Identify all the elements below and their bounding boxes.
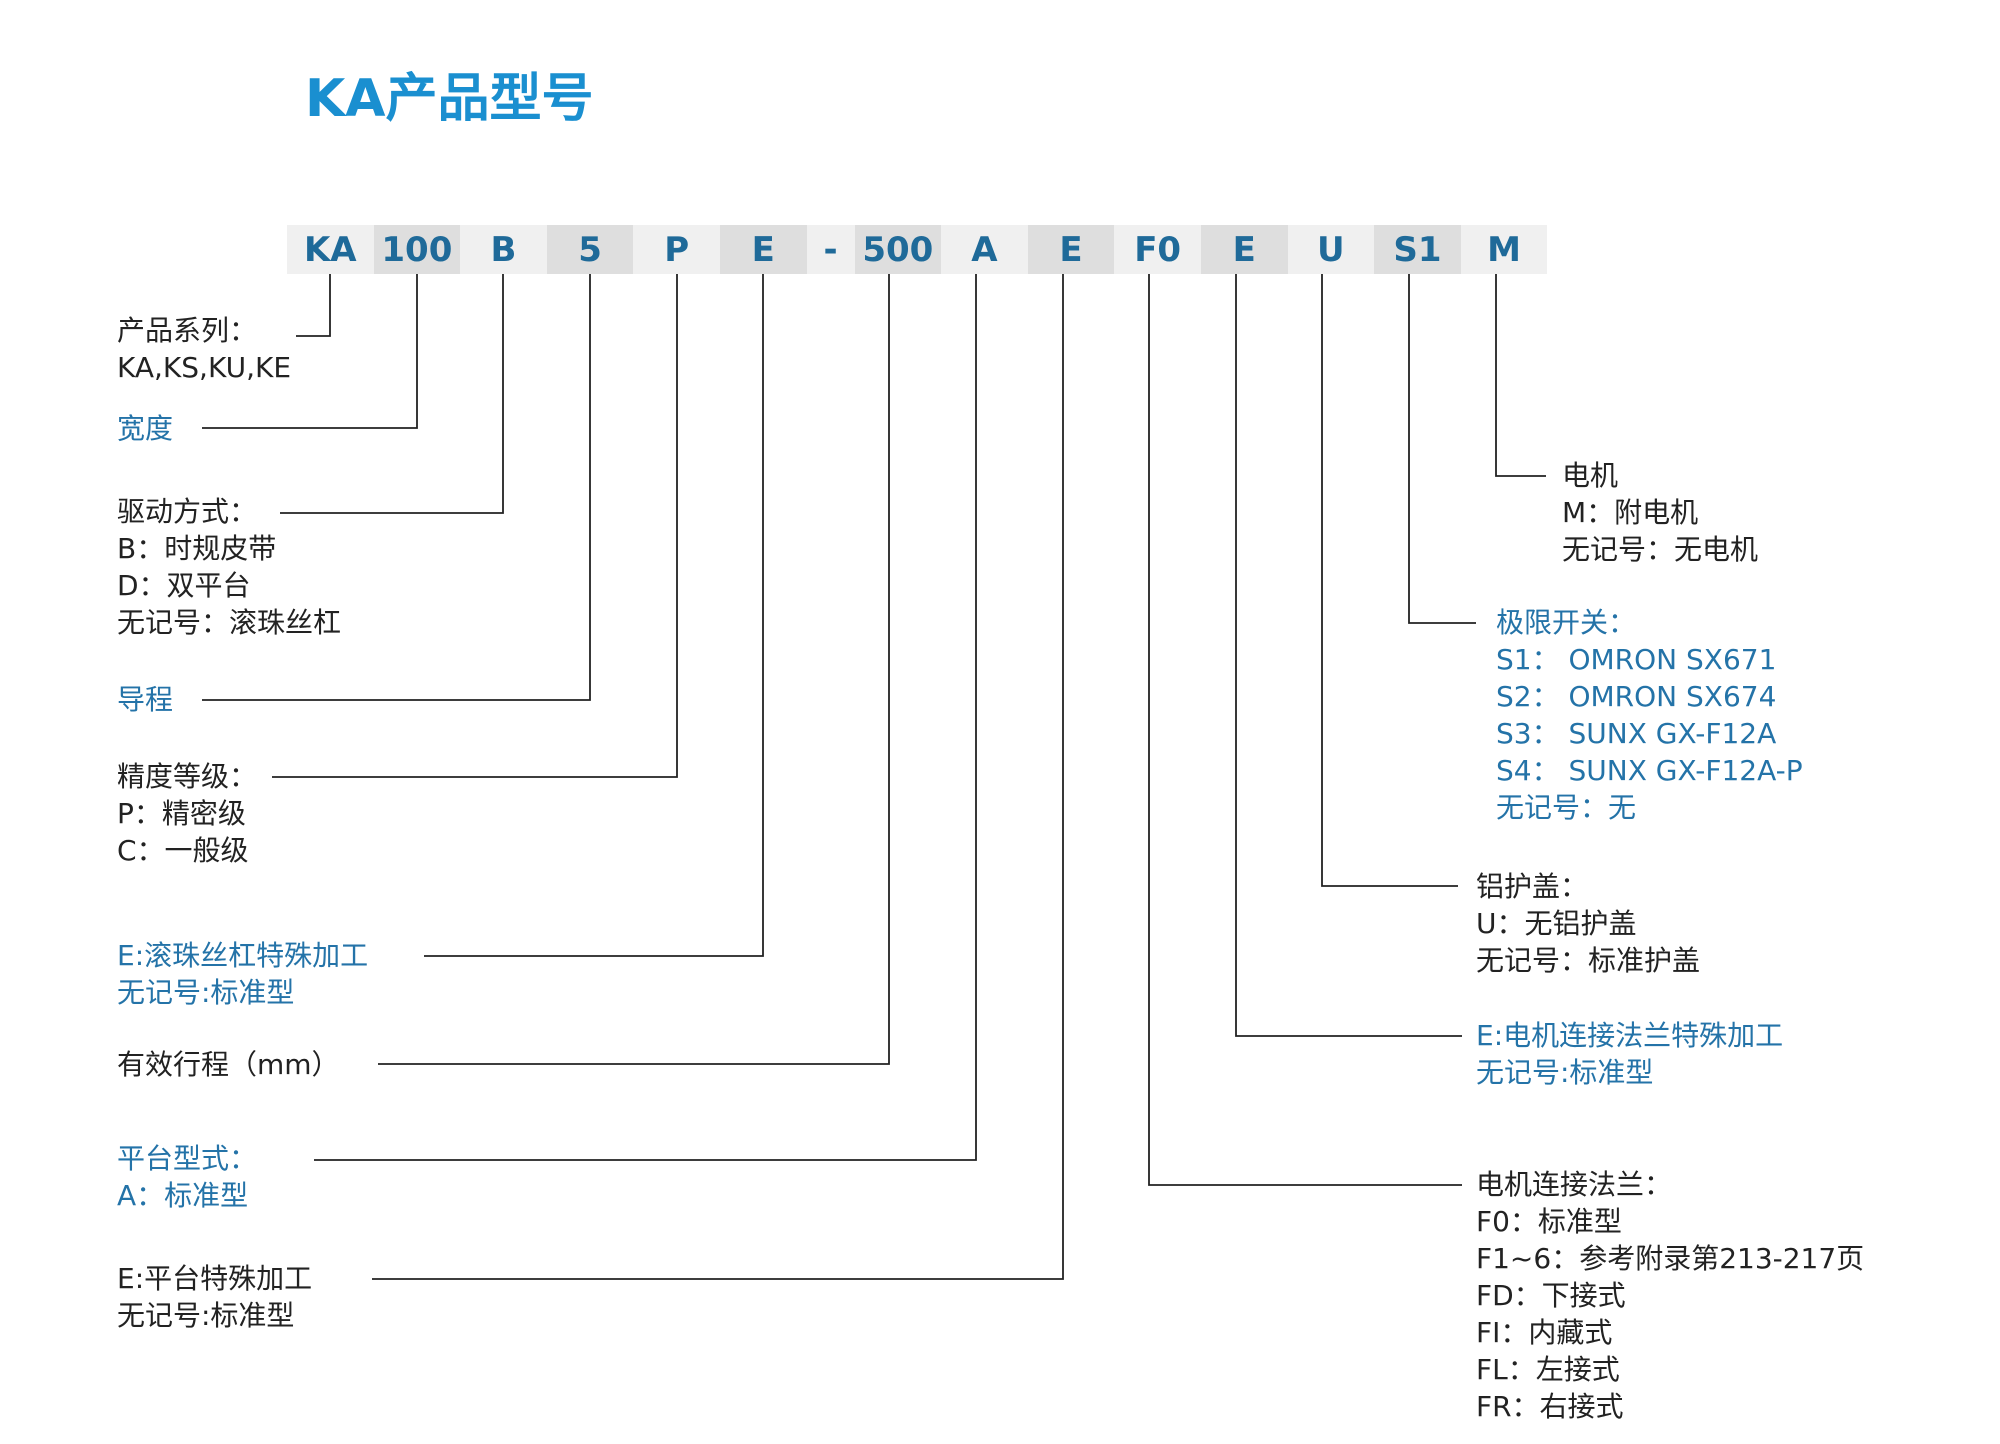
label-platform: 平台型式： A：标准型 <box>117 1142 258 1212</box>
connector-cover <box>1321 274 1458 887</box>
code-segment-dash: - <box>806 225 855 274</box>
label-screw-special: E:滚珠丝杠特殊加工 无记号:标准型 <box>117 939 369 1009</box>
connector-lead <box>202 274 591 701</box>
code-segment-cover: U <box>1287 225 1375 274</box>
label-lead: 导程 <box>117 683 174 716</box>
label-flange-special: E:电机连接法兰特殊加工 无记号:标准型 <box>1476 1019 1784 1089</box>
connector-width <box>202 274 418 429</box>
code-segment-drive: B <box>460 225 547 274</box>
connector-limit-switch <box>1408 274 1476 624</box>
code-segment-precision: P <box>633 225 720 274</box>
label-drive: 驱动方式： B：时规皮带 D：双平台 无记号：滚珠丝杠 <box>117 495 342 639</box>
connector-flange <box>1148 274 1462 1186</box>
label-flange: 电机连接法兰： F0：标准型 F1~6：参考附录第213-217页 FD：下接式… <box>1476 1168 1865 1423</box>
model-code-bar: KA 100 B 5 P E - 500 A E F0 E U S1 M <box>287 225 1548 274</box>
code-segment-width: 100 <box>373 225 461 274</box>
label-series: 产品系列： KA,KS,KU,KE <box>117 314 292 384</box>
label-precision: 精度等级： P：精密级 C：一般级 <box>117 760 258 867</box>
label-cover: 铝护盖： U：无铝护盖 无记号：标准护盖 <box>1476 870 1701 977</box>
label-width: 宽度 <box>117 412 174 445</box>
connector-motor <box>1495 274 1546 477</box>
label-platform-special: E:平台特殊加工 无记号:标准型 <box>117 1262 313 1332</box>
label-stroke: 有效行程（mm） <box>117 1048 340 1081</box>
code-segment-stroke: 500 <box>854 225 942 274</box>
connector-series <box>296 274 331 337</box>
code-segment-screw-special: E <box>719 225 807 274</box>
code-segment-series: KA <box>287 225 374 274</box>
code-segment-platform: A <box>941 225 1028 274</box>
code-segment-lead: 5 <box>546 225 634 274</box>
page-title: KA产品型号 <box>305 69 594 129</box>
connector-screw-special <box>424 274 764 957</box>
label-limit-switch: 极限开关： S1： OMRON SX671 S2： OMRON SX674 S3… <box>1496 606 1803 824</box>
code-segment-platform-special: E <box>1027 225 1115 274</box>
connector-precision <box>272 274 678 778</box>
label-motor: 电机 M：附电机 无记号：无电机 <box>1562 459 1759 566</box>
code-segment-limit-switch: S1 <box>1374 225 1461 274</box>
connector-platform <box>314 274 977 1161</box>
code-segment-motor: M <box>1460 225 1548 274</box>
connector-platform-special <box>372 274 1064 1280</box>
code-segment-flange-special: E <box>1200 225 1288 274</box>
connector-flange-special <box>1235 274 1462 1037</box>
connector-stroke <box>378 274 890 1065</box>
connector-drive <box>280 274 504 514</box>
code-segment-flange: F0 <box>1114 225 1201 274</box>
